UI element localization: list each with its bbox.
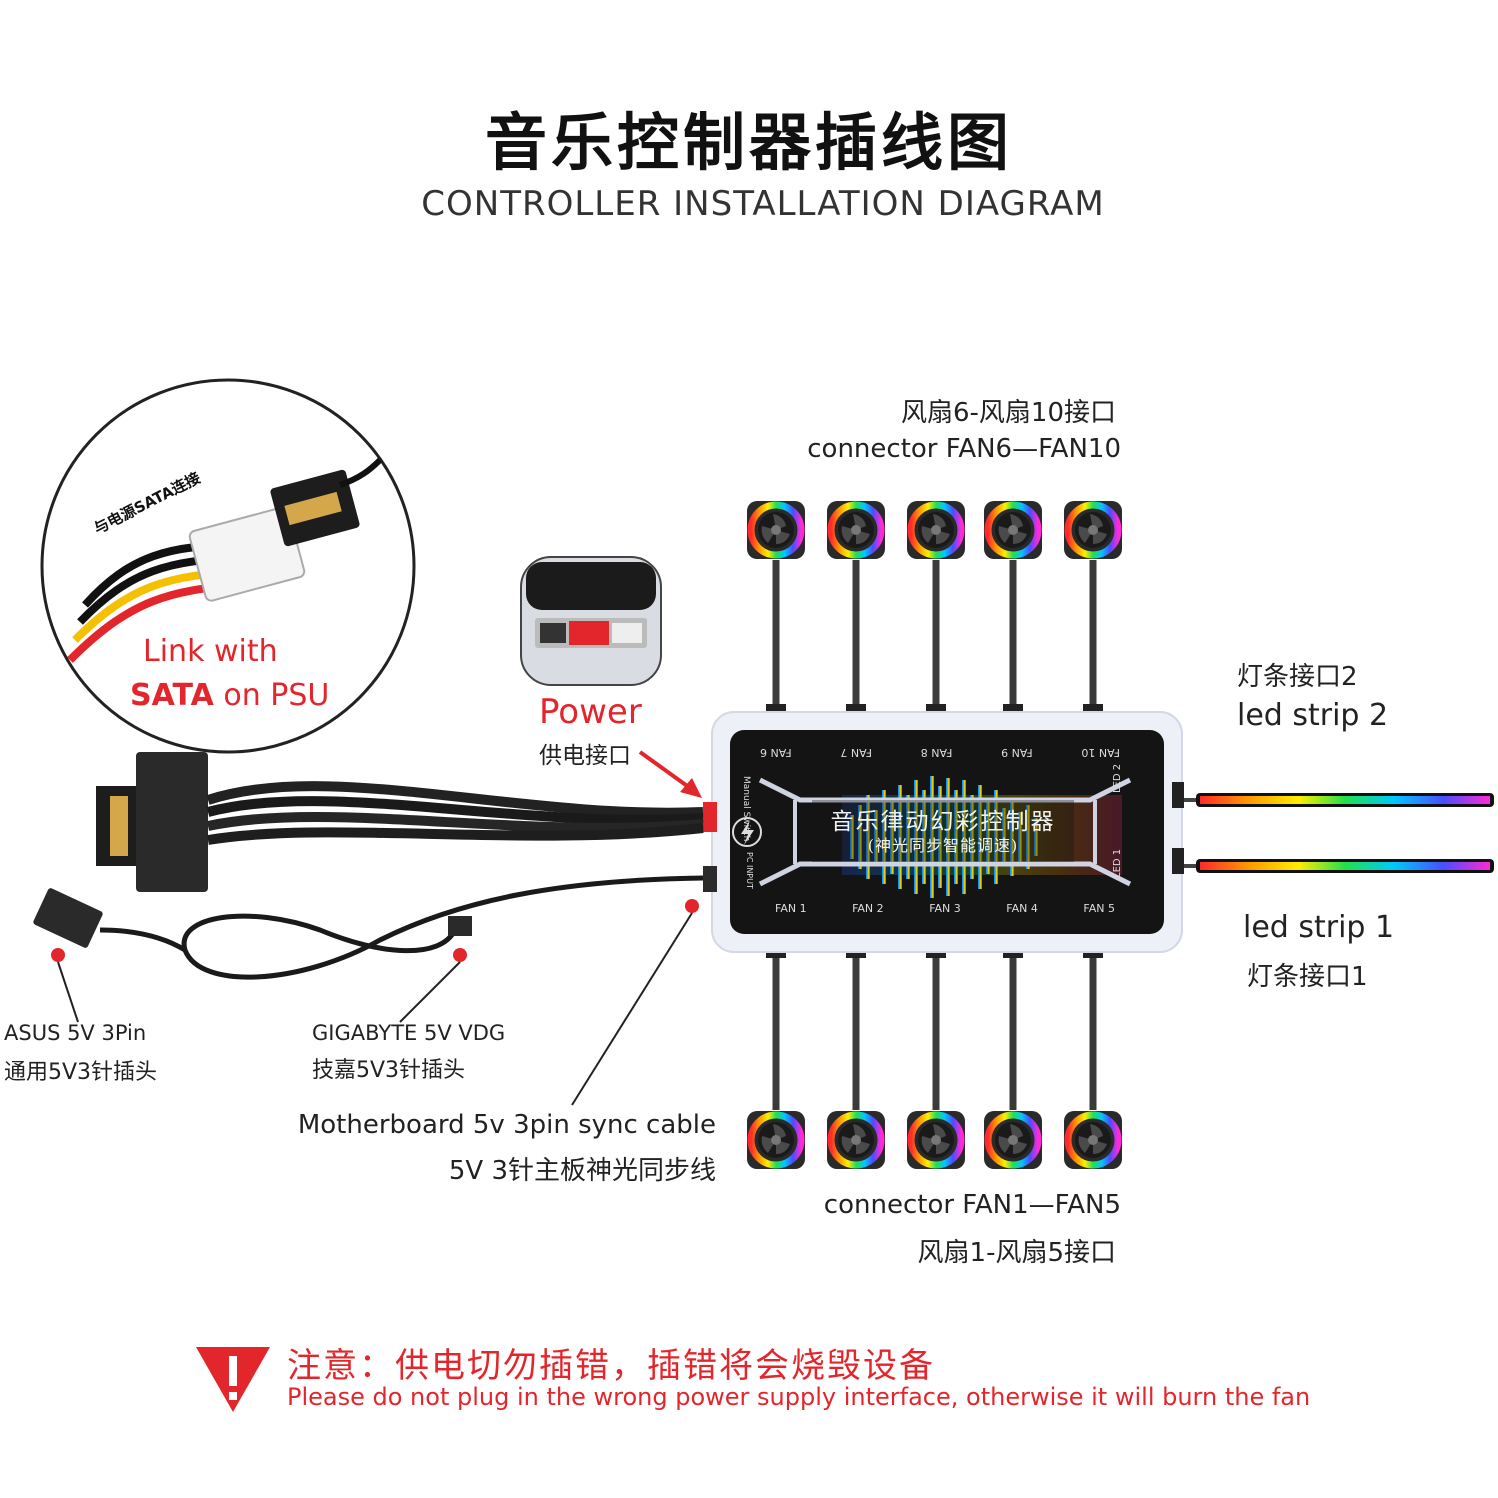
warning-text-cn: 注意：供电切勿插错，插错将会烧毁设备 (287, 1346, 935, 1386)
controller-body (703, 711, 1184, 953)
led-strips (1184, 793, 1494, 873)
port-fan5: FAN 5 (1083, 902, 1115, 915)
port-led2: LED 2 (1112, 763, 1123, 793)
controller-name: 音乐律动幻彩控制器 (830, 809, 1056, 835)
fans-top-label-en: connector FAN6—FAN10 (807, 434, 1121, 464)
controller-top-ports: FAN 10 FAN 9 FAN 8 FAN 7 FAN 6 (760, 746, 1120, 759)
callout-markers (51, 899, 699, 1106)
port-fan7: FAN 7 (840, 746, 872, 759)
manual-switch-label: Manual Switch (741, 776, 751, 842)
port-fan9: FAN 9 (1001, 746, 1033, 759)
port-fan8: FAN 8 (920, 746, 953, 759)
port-fan2: FAN 2 (852, 902, 884, 915)
asus-label-cn: 通用5V3针插头 (4, 1060, 158, 1085)
page-subtitle: CONTROLLER INSTALLATION DIAGRAM (421, 184, 1105, 224)
power-label-en: Power (539, 692, 642, 732)
fans-bottom-label-en: connector FAN1—FAN5 (823, 1190, 1121, 1220)
port-fan3: FAN 3 (929, 902, 961, 915)
gigabyte-label-en: GIGABYTE 5V VDG (312, 1021, 506, 1045)
gigabyte-label-cn: 技嘉5V3针插头 (312, 1058, 466, 1083)
power-arrow (638, 750, 702, 798)
warning-icon (196, 1347, 270, 1412)
link-with-label: Link with (143, 634, 278, 669)
asus-label-en: ASUS 5V 3Pin (4, 1021, 147, 1045)
fan-group-top (747, 501, 1122, 718)
controller-bottom-ports: FAN 1 FAN 2 FAN 3 FAN 4 FAN 5 (775, 902, 1115, 915)
pc-input-label: PC INPUT (745, 852, 754, 889)
led-strip-2-label-en: led strip 2 (1237, 698, 1389, 733)
led-strip-1-label-en: led strip 1 (1243, 910, 1395, 945)
fans-top-label-cn: 风扇6-风扇10接口 (900, 398, 1116, 428)
sync-cable-label-en: Motherboard 5v 3pin sync cable (297, 1110, 716, 1140)
power-inset (520, 556, 662, 686)
fan-group-bottom (747, 944, 1122, 1169)
sync-cable-label-cn: 5V 3针主板神光同步线 (448, 1156, 716, 1186)
on-psu-text: on PSU (213, 678, 330, 713)
fans-bottom-label-cn: 风扇1-风扇5接口 (917, 1238, 1116, 1268)
sata-cable (96, 752, 704, 892)
sync-cable (33, 875, 704, 980)
port-fan10: FAN 10 (1081, 746, 1120, 759)
sata-on-psu-label: SATA on PSU (130, 678, 329, 713)
port-fan1: FAN 1 (775, 902, 807, 915)
power-label-cn: 供电接口 (539, 743, 631, 769)
led-strip-1-label-cn: 灯条接口1 (1247, 962, 1368, 992)
controller-subtitle: (神光同步智能调速) (867, 836, 1019, 855)
warning-text-en: Please do not plug in the wrong power su… (287, 1383, 1311, 1411)
sata-highlight: SATA (130, 678, 214, 713)
port-fan6: FAN 6 (760, 746, 792, 759)
port-led1: LED 1 (1112, 848, 1123, 878)
page-title: 音乐控制器插线图 (484, 106, 1013, 179)
sata-inset (40, 378, 416, 754)
port-fan4: FAN 4 (1006, 902, 1038, 915)
led-strip-2-label-cn: 灯条接口2 (1237, 662, 1358, 692)
